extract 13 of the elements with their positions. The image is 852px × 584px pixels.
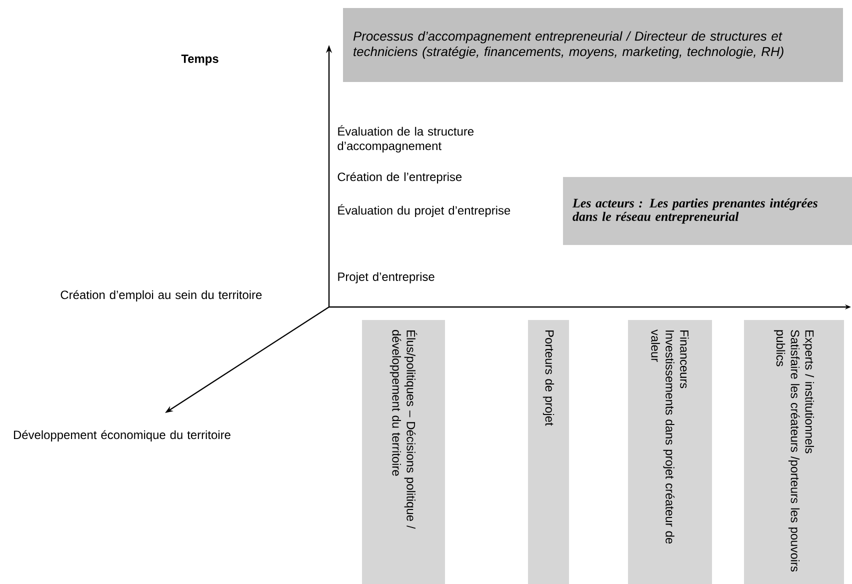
axis-label: Développement économique du territoire xyxy=(14,430,230,442)
text-box: Élus/politiques – Décisions politique / développement du territoire xyxy=(362,320,445,584)
text-box: Porteurs de projet xyxy=(528,320,569,584)
stage-label: Projet d’entreprise xyxy=(338,272,434,284)
text-box: Les acteurs : Les parties prenantes intégrées dans le réseau entrepreneurial xyxy=(563,176,852,245)
stage-label: Évaluation du projet d’entreprise xyxy=(338,204,510,218)
stage-label: Création de l’entreprise xyxy=(338,172,462,184)
axis-label: Création d’emploi au sein du territoire xyxy=(60,290,262,302)
axis-label: Temps xyxy=(181,54,218,66)
text-box: Experts / institutionnels Satisfaire les créateurs /porteurs les pouvoirs publics xyxy=(744,320,844,584)
stage-label: Évaluation de la structure d’accompagnement xyxy=(338,125,474,152)
text-box: Processus d’accompagnement entrepreneurial / Directeur de structures et techniciens (stratégie, financements, moyens, marketing, technologie, RH) xyxy=(343,8,843,82)
text-box: Financeurs Investissements dans projet créateur de valeur xyxy=(628,320,712,584)
